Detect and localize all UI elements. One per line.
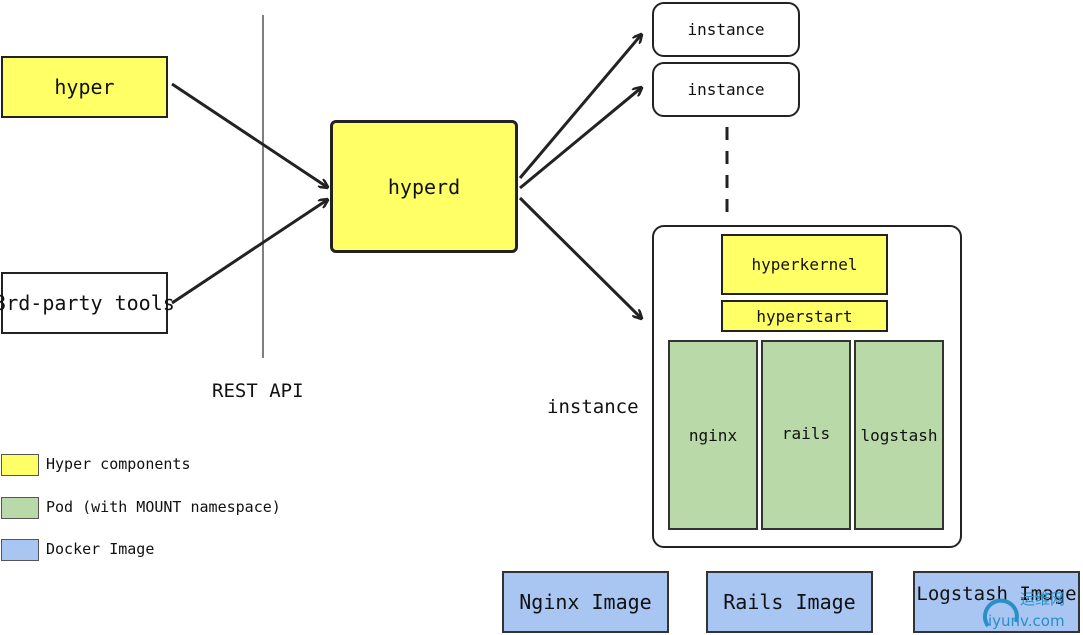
pod-logstash-label: logstash bbox=[860, 425, 938, 445]
arrow-hyperd-to-instance-3 bbox=[518, 196, 641, 318]
watermark-logo-icon bbox=[982, 598, 1019, 628]
rails-image-node: Rails Image bbox=[706, 571, 873, 633]
instance-node-1: instance bbox=[652, 2, 800, 57]
legend-swatch-docker bbox=[1, 539, 39, 561]
legend-label-pod: Pod (with MOUNT namespace) bbox=[46, 498, 281, 516]
third-party-tools-label: 3rd-party tools bbox=[0, 291, 175, 315]
hyperd-label: hyperd bbox=[387, 174, 461, 199]
legend-swatch-hyper bbox=[1, 454, 39, 476]
pod-nginx: nginx bbox=[668, 340, 758, 530]
nginx-image-label: Nginx Image bbox=[519, 590, 652, 614]
nginx-image-node: Nginx Image bbox=[502, 571, 669, 633]
arrow-hyper-to-hyperd bbox=[171, 82, 327, 187]
hyperkernel-node: hyperkernel bbox=[721, 234, 888, 295]
watermark: 运维网 iyunv.com bbox=[982, 588, 1082, 634]
rails-image-label: Rails Image bbox=[723, 590, 856, 614]
instance-node-2: instance bbox=[652, 62, 800, 117]
logstash-image-label: Logstash Image bbox=[916, 583, 1077, 605]
hyperstart-label: hyperstart bbox=[756, 306, 853, 326]
third-party-tools-node: 3rd-party tools bbox=[0, 272, 175, 334]
hyper-node: hyper bbox=[1, 56, 168, 118]
hyperkernel-label: hyperkernel bbox=[751, 255, 858, 274]
pod-nginx-label: nginx bbox=[688, 425, 738, 445]
instance-label-1: instance bbox=[687, 20, 765, 39]
pod-rails-label: rails bbox=[781, 424, 831, 443]
watermark-text-url: iyunv.com bbox=[988, 612, 1065, 630]
hyper-label: hyper bbox=[54, 75, 115, 99]
arrow-hyperd-to-instance-2 bbox=[519, 88, 641, 190]
hyperstart-node: hyperstart bbox=[721, 300, 888, 332]
instance-detail-label: instance bbox=[547, 396, 639, 418]
legend-label-hyper: Hyper components bbox=[46, 455, 191, 473]
pod-rails: rails bbox=[761, 340, 851, 530]
watermark-text-cn: 运维网 bbox=[1020, 590, 1066, 608]
hyperd-node: hyperd bbox=[330, 120, 518, 253]
arrow-thirdparty-to-hyperd bbox=[171, 200, 327, 305]
legend-swatch-pod bbox=[1, 497, 39, 519]
pod-logstash: logstash bbox=[854, 340, 944, 530]
legend-label-docker: Docker Image bbox=[46, 540, 155, 558]
rest-api-label: REST API bbox=[212, 380, 304, 402]
instance-label-2: instance bbox=[687, 80, 765, 99]
arrow-hyperd-to-instance-1 bbox=[518, 35, 641, 179]
